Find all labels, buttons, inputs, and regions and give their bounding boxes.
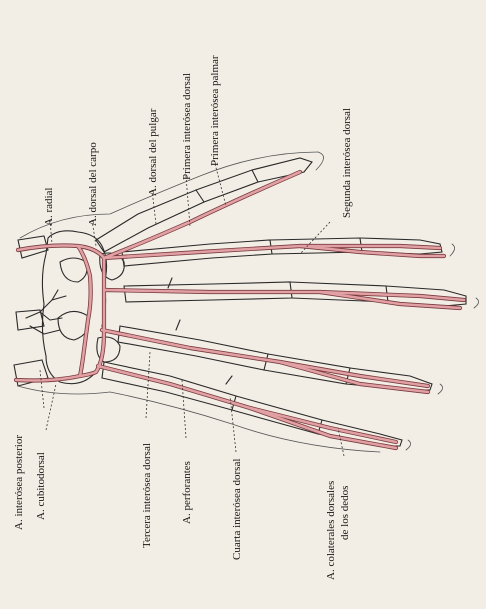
label-colaterales-line2: de los dedos bbox=[339, 486, 351, 540]
label-primera-interosea-palmar: Primera interósea palmar bbox=[209, 55, 221, 166]
label-perforantes: A. perforantes bbox=[181, 461, 193, 524]
label-dorsal-pulgar: A. dorsal del pulgar bbox=[147, 108, 159, 196]
label-cuarta-interosea-dorsal: Cuarta interósea dorsal bbox=[231, 459, 243, 560]
label-tercera-interosea-dorsal: Tercera interósea dorsal bbox=[141, 443, 153, 548]
label-primera-interosea-dorsal: Primera interósea dorsal bbox=[181, 73, 193, 180]
label-cubitodorsal: A. cubitodorsal bbox=[35, 452, 47, 520]
label-segunda-interosea-dorsal: Segunda interósea dorsal bbox=[341, 108, 353, 218]
arteries bbox=[16, 172, 464, 448]
label-radial: A. radial bbox=[43, 188, 55, 226]
label-dorsal-carpo: A. dorsal del carpo bbox=[87, 142, 99, 226]
labels: A. radial A. dorsal del carpo A. dorsal … bbox=[13, 55, 353, 580]
label-colaterales-line1: A. colaterales dorsales bbox=[325, 481, 337, 580]
label-interosea-posterior: A. interósea posterior bbox=[13, 435, 25, 530]
